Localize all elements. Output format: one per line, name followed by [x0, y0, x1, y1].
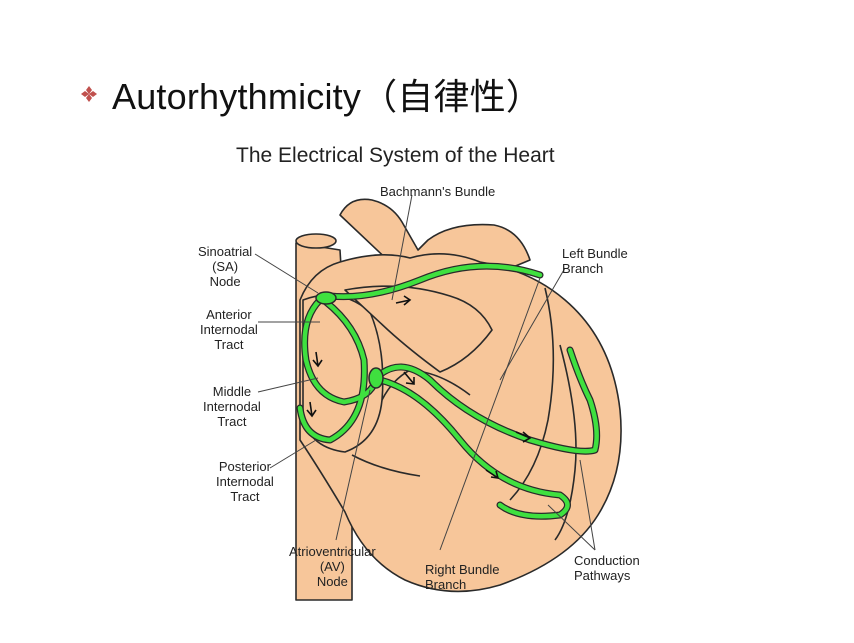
label-bachmanns-bundle: Bachmann's Bundle [380, 184, 496, 199]
label-av-node: Atrioventricular (AV) Node [289, 544, 376, 589]
diagram-title: The Electrical System of the Heart [236, 144, 555, 167]
left-ventricle-wall [554, 344, 577, 541]
lower-wall [351, 454, 421, 477]
conduction-pathways [297, 263, 599, 519]
heart-body [299, 253, 622, 593]
sa-node [315, 291, 337, 305]
label-conduction-pathways: Conduction Pathways [574, 553, 640, 583]
septum [509, 287, 555, 501]
diamond-bullet-icon [81, 86, 97, 102]
vena-cava-opening [295, 233, 337, 249]
av-node [368, 367, 384, 389]
leader-lines [254, 194, 596, 551]
label-left-bundle-branch: Left Bundle Branch [562, 246, 628, 276]
label-posterior-internodal-tract: Posterior Internodal Tract [216, 459, 274, 504]
heart-diagram [254, 194, 622, 601]
label-right-bundle-branch: Right Bundle Branch [425, 562, 500, 592]
label-middle-internodal-tract: Middle Internodal Tract [203, 384, 261, 429]
slide-title-row: Autorhythmicity（自律性） [80, 68, 542, 120]
direction-arrows [306, 295, 532, 479]
slide-title: Autorhythmicity（自律性） [112, 76, 543, 117]
label-anterior-internodal-tract: Anterior Internodal Tract [200, 307, 258, 352]
label-sa-node: Sinoatrial (SA) Node [198, 244, 253, 289]
